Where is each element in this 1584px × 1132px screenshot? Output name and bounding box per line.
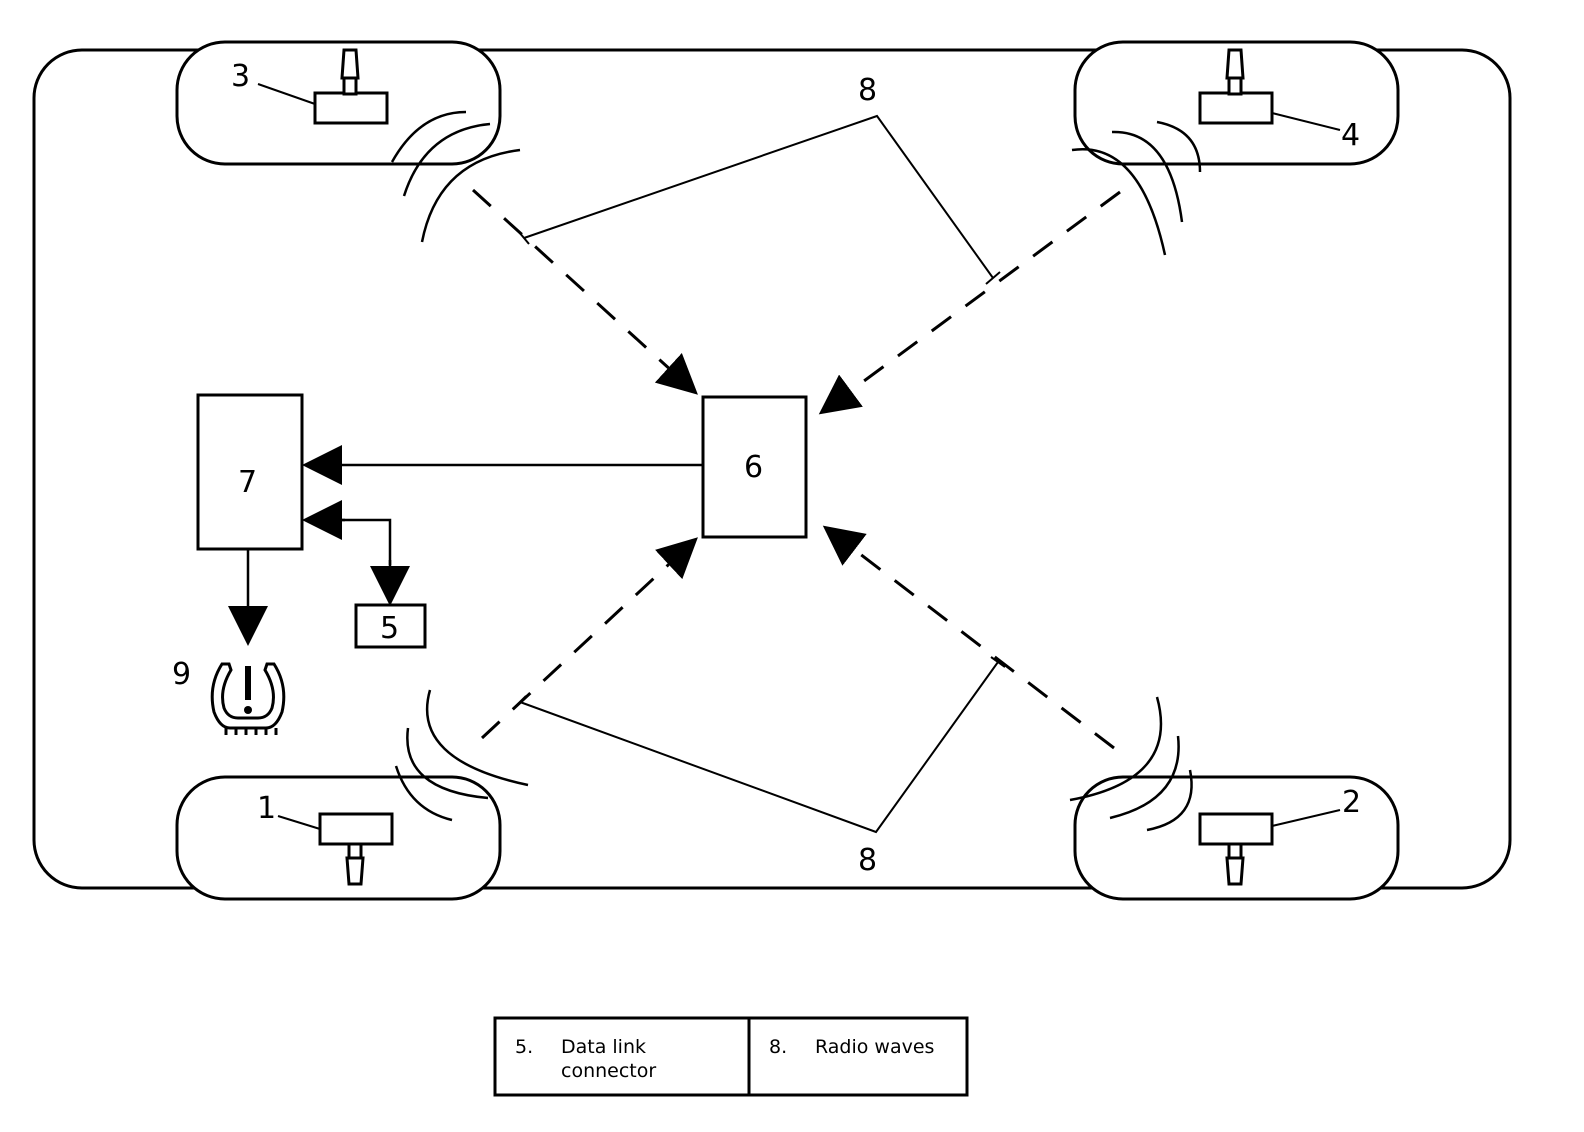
callout-8-top-tick-left <box>518 231 530 245</box>
legend-table: 5. Data link connector 8. Radio waves <box>493 1016 969 1097</box>
low-tire-pressure-warning-icon <box>210 662 286 735</box>
tire-pressure-sensor-icon <box>1198 812 1274 886</box>
tire-pressure-sensor-icon <box>313 48 389 125</box>
radio-waves-icon <box>394 689 529 822</box>
dashed-arrow-from-sensor-1 <box>480 537 698 740</box>
valve-stem-icon <box>1225 48 1245 96</box>
vehicle-outline <box>32 48 1512 890</box>
callout-1: 1 <box>257 791 276 826</box>
data-link-line <box>340 518 392 565</box>
callout-8-bottom: 8 <box>858 843 877 878</box>
legend-entry-number: 8. <box>769 1036 787 1058</box>
leader-line-1 <box>277 815 321 830</box>
tire-pressure-sensor-icon <box>1198 48 1274 125</box>
callout-2: 2 <box>1342 785 1361 820</box>
leader-line-4 <box>1271 112 1341 131</box>
radio-waves-icon <box>1069 696 1193 832</box>
callout-8-top-leader <box>523 114 994 279</box>
callout-5: 5 <box>380 611 399 646</box>
callout-4: 4 <box>1341 118 1360 153</box>
dashed-arrow-from-sensor-4 <box>818 190 1121 415</box>
callout-7: 7 <box>238 465 257 500</box>
valve-stem-icon <box>345 842 365 886</box>
dashed-arrow-from-sensor-3 <box>471 188 698 395</box>
leader-line-2 <box>1271 809 1341 827</box>
callout-3: 3 <box>231 59 250 94</box>
callout-9: 9 <box>172 657 191 692</box>
dashed-arrow-from-sensor-2 <box>822 525 1115 750</box>
callout-8-top-tick-right <box>985 271 1001 285</box>
radio-waves-icon <box>390 110 521 243</box>
legend-entry-text-line1: Radio waves <box>815 1036 934 1058</box>
callout-8-bottom-leader <box>519 661 999 834</box>
valve-stem-icon <box>340 48 360 96</box>
valve-stem-icon <box>1225 842 1245 886</box>
legend-entry-text-line1: Data link <box>561 1036 646 1058</box>
radio-waves-icon <box>1071 120 1202 256</box>
legend-entry-text-line2: connector <box>561 1060 656 1082</box>
legend-entry-number: 5. <box>515 1036 533 1058</box>
receiver-module <box>701 395 808 539</box>
callout-8-top: 8 <box>858 73 877 108</box>
callout-8-bottom-tick-left <box>513 695 527 709</box>
control-module <box>196 393 304 551</box>
callout-8-bottom-tick-right <box>990 656 1006 668</box>
callout-6: 6 <box>744 450 763 485</box>
leader-line-3 <box>257 83 316 105</box>
